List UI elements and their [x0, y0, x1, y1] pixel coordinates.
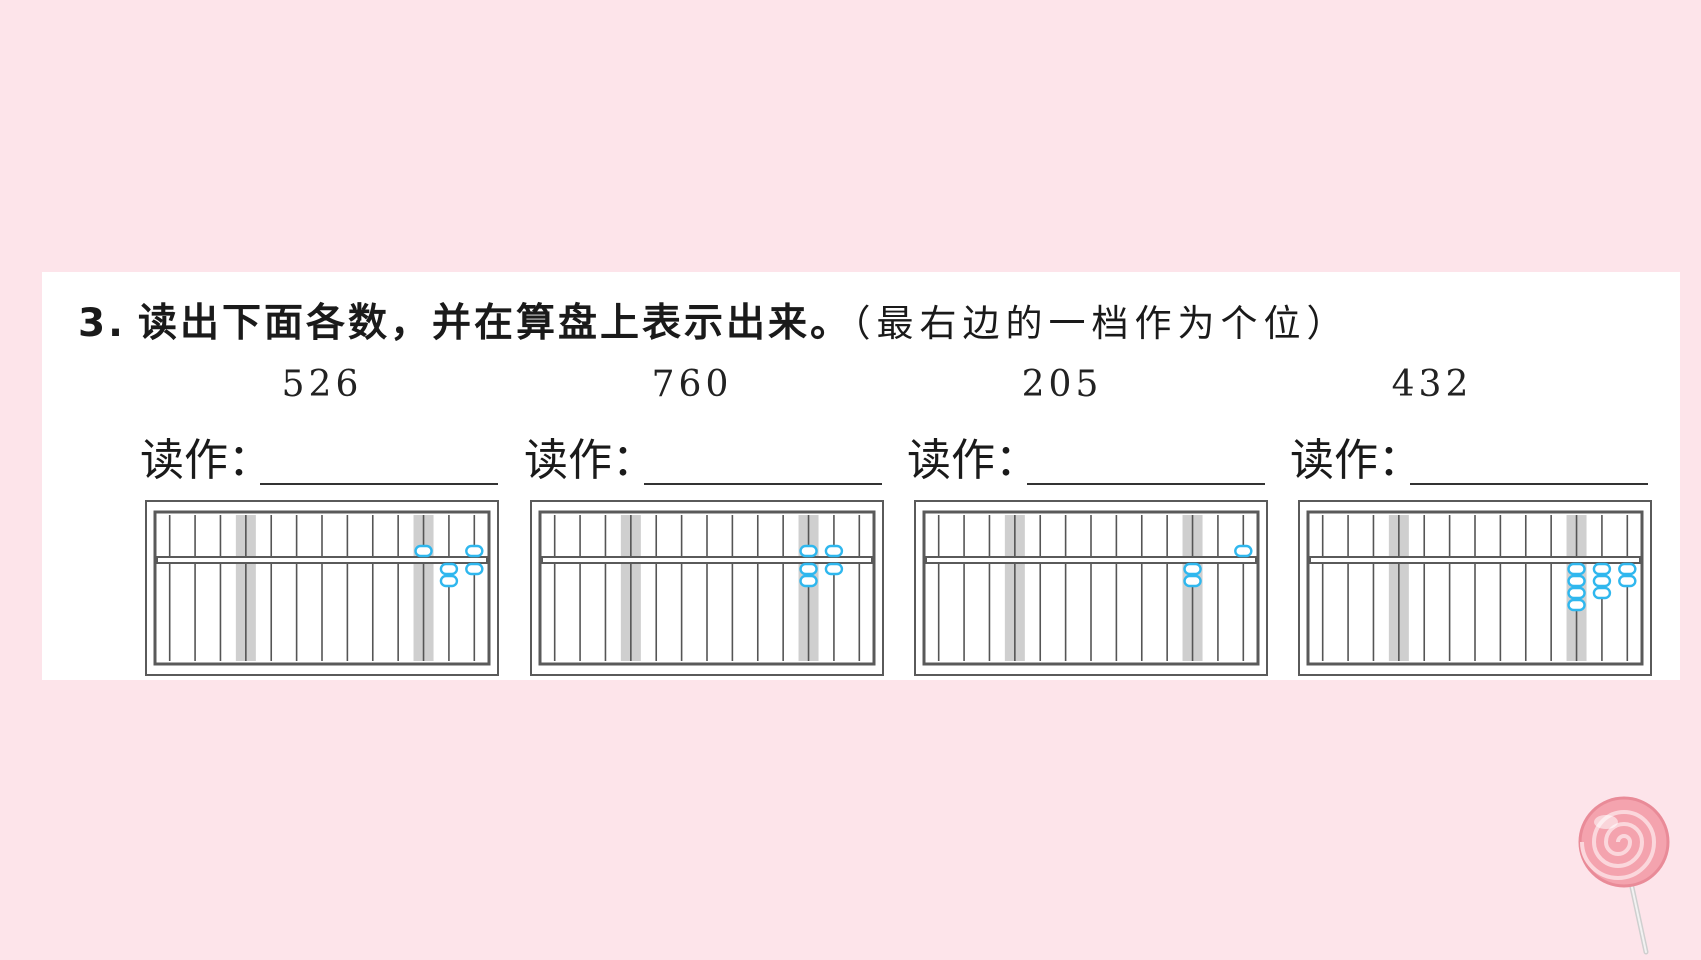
abacus-bead [439, 574, 459, 588]
abacus-bead [414, 544, 433, 558]
abacus-beam-top [925, 556, 1257, 564]
abacus-beam-top [1309, 556, 1641, 564]
abacus-inner-frame [1306, 510, 1644, 666]
abacus-3[interactable] [914, 500, 1268, 676]
read-as-label-2: 读作： [524, 435, 656, 486]
question-number: 3. [78, 301, 126, 346]
answer-blank-3[interactable] [1027, 483, 1265, 485]
abacus-bead [1618, 574, 1637, 588]
abacus-bead [1183, 562, 1202, 576]
answer-blank-2[interactable] [644, 483, 882, 485]
question-note: （最右边的一档作为个位） [851, 302, 1350, 345]
abacus-bead [799, 562, 818, 576]
abacus-bead [465, 544, 484, 558]
answer-blank-4[interactable] [1410, 483, 1648, 485]
number-label-1: 526 [281, 364, 363, 405]
lollipop-icon [1568, 796, 1678, 960]
read-as-label-3: 读作： [907, 435, 1039, 486]
abacus-bead [1567, 586, 1586, 600]
abacus-drawing [914, 500, 1268, 676]
abacus-bead [1618, 562, 1637, 576]
abacus-inner-frame [153, 510, 491, 666]
abacus-bead [1183, 574, 1202, 588]
abacus-bead [824, 562, 844, 576]
abacus-2[interactable] [530, 500, 884, 676]
abacus-drawing [1298, 500, 1652, 676]
abacus-drawing [530, 500, 884, 676]
question-text: 读出下面各数，并在算盘上表示出来。 [137, 301, 852, 346]
number-label-2: 760 [651, 364, 733, 405]
abacus-1[interactable] [145, 500, 499, 676]
abacus-inner-frame [922, 510, 1260, 666]
abacus-bead [1592, 586, 1612, 600]
abacus-bead [799, 544, 818, 558]
abacus-beam-top [541, 556, 873, 564]
read-as-label-4: 读作： [1290, 435, 1422, 486]
abacus-bead [1567, 574, 1586, 588]
answer-blank-1[interactable] [260, 483, 498, 485]
abacus-bead [824, 544, 844, 558]
abacus-bead [1567, 562, 1586, 576]
abacus-bead [465, 562, 484, 576]
abacus-bead [799, 574, 818, 588]
abacus-inner-frame [538, 510, 876, 666]
abacus-bead [1592, 574, 1612, 588]
abacus-drawing [145, 500, 499, 676]
read-as-label-1: 读作： [140, 435, 272, 486]
question-card: 3.读出下面各数，并在算盘上表示出来。（最右边的一档作为个位） 526 读作： … [42, 272, 1680, 680]
number-label-3: 205 [1021, 364, 1103, 405]
abacus-bead [1234, 544, 1253, 558]
question-title: 3.读出下面各数，并在算盘上表示出来。（最右边的一档作为个位） [78, 292, 1349, 348]
abacus-bead [1567, 598, 1586, 612]
abacus-beam-top [156, 556, 488, 564]
abacus-4[interactable] [1298, 500, 1652, 676]
abacus-bead [1592, 562, 1612, 576]
abacus-bead [439, 562, 459, 576]
number-label-4: 432 [1391, 364, 1473, 405]
